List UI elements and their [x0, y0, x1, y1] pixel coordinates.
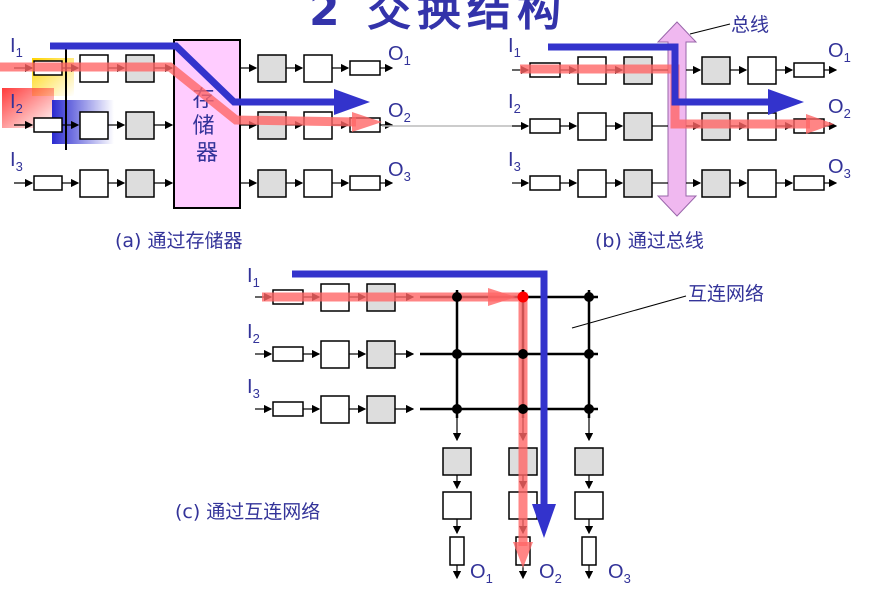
bus-label: 总线: [731, 14, 769, 36]
panel-c-output-label-3: O3: [608, 561, 631, 586]
processing-box: [303, 169, 333, 198]
crosspoint-node: [584, 349, 594, 359]
slide-title: 2 交换结构: [309, 0, 567, 36]
line-card-buffer: [793, 62, 825, 78]
panel-c-input-row-3: [255, 395, 415, 424]
queue-box: [623, 112, 653, 141]
panel-c-input-row-2: [255, 340, 415, 369]
panel-a-caption: (a) 通过存储器: [115, 230, 243, 252]
panel-b-blue-arrowhead: [768, 89, 804, 115]
processing-box: [79, 169, 109, 198]
panel-a-input-row-3: [14, 169, 174, 198]
queue-box: [366, 395, 396, 424]
panel-c-output-label-2: O2: [539, 561, 562, 586]
panel-b-bus-switch: 总线: [508, 14, 851, 252]
line-card-buffer: [581, 536, 597, 566]
panel-c-output-label-1: O1: [470, 561, 493, 586]
line-card-buffer: [529, 118, 561, 134]
panel-a-output-label-2: O2: [388, 100, 411, 125]
panel-a-red-arrowhead: [352, 112, 382, 132]
crosspoint-node: [452, 349, 462, 359]
panel-b-output-label-2: O2: [828, 96, 851, 121]
queue-box: [623, 169, 653, 198]
line-card-buffer: [449, 536, 465, 566]
queue-box: [257, 169, 287, 198]
line-card-buffer: [33, 117, 63, 133]
network-label: 互连网络: [688, 283, 764, 305]
network-label-leader: [571, 295, 687, 329]
active-crosspoint-node: [517, 291, 529, 303]
processing-box: [747, 169, 777, 198]
panel-c-input-label-3: I3: [247, 376, 260, 401]
slide-title-wrapper: 2 交换结构: [0, 0, 876, 38]
crossbar-nodes: [452, 291, 594, 414]
panel-b-input-label-3: I3: [508, 149, 521, 174]
panel-b-input-label-2: I2: [508, 91, 521, 116]
panel-a-output-row-3: [240, 169, 394, 198]
processing-box: [577, 112, 607, 141]
panel-a-memory-switch: 存 储 器: [0, 35, 528, 252]
panel-b-input-row-3: [512, 169, 838, 198]
panel-a-blue-path: [50, 42, 338, 106]
panel-a-blue-arrowhead: [334, 89, 370, 115]
panel-c-caption: (c) 通过互连网络: [175, 501, 320, 523]
line-card-buffer: [793, 175, 825, 191]
panel-b-blue-path: [548, 43, 772, 106]
panel-a-red-path: [0, 62, 357, 127]
panel-c-input-label-2: I2: [247, 321, 260, 346]
panel-a-input-row-2: [14, 111, 174, 140]
processing-box: [442, 491, 472, 520]
processing-box: [320, 340, 350, 369]
panel-c-blue-path: [292, 270, 548, 508]
crosspoint-node: [518, 349, 528, 359]
queue-box: [701, 56, 731, 85]
line-card-buffer: [349, 175, 381, 191]
panel-c-input-label-1: I1: [247, 265, 260, 290]
panel-a-output-label-1: O1: [388, 43, 411, 68]
bus-label-leader: [689, 23, 731, 35]
queue-box: [574, 447, 604, 476]
panel-a-input-label-2: I2: [10, 91, 23, 116]
processing-box: [320, 395, 350, 424]
panel-c-red-mid-arrowhead: [488, 288, 516, 306]
line-card-buffer: [272, 401, 304, 417]
processing-box: [574, 491, 604, 520]
panel-c-output-column-1: [442, 447, 472, 580]
line-card-buffer: [349, 60, 381, 76]
queue-box: [701, 169, 731, 198]
panel-a-input-label-3: I3: [10, 149, 23, 174]
queue-box: [125, 169, 155, 198]
crosspoint-node: [452, 404, 462, 414]
crosspoint-node: [518, 404, 528, 414]
panel-b-caption: (b) 通过总线: [595, 230, 704, 252]
processing-box: [303, 54, 333, 83]
crosspoint-node: [584, 292, 594, 302]
crossbar-grid: [420, 290, 598, 418]
panel-b-input-label-1: I1: [508, 35, 521, 60]
memory-block: [173, 39, 241, 209]
line-card-buffer: [529, 175, 561, 191]
processing-box: [747, 56, 777, 85]
queue-box: [125, 111, 155, 140]
panel-a-output-label-3: O3: [388, 159, 411, 184]
queue-box: [366, 340, 396, 369]
panel-a-output-row-1: [240, 54, 394, 83]
processing-box: [79, 111, 109, 140]
queue-box: [442, 447, 472, 476]
panel-a-input-label-1: I1: [10, 35, 23, 60]
panel-c-crossbar-switch: 互连网络 I1 I2 I3 O1 O2 O3 (c) 通过互连网络: [175, 265, 764, 586]
panel-b-output-label-1: O1: [828, 40, 851, 65]
line-card-buffer: [33, 175, 63, 191]
panel-c-red-arrowhead: [513, 542, 533, 568]
crosspoint-node: [584, 404, 594, 414]
panel-b-output-label-3: O3: [828, 156, 851, 181]
panel-c-blue-arrowhead: [532, 504, 556, 538]
processing-box: [577, 169, 607, 198]
queue-box: [257, 54, 287, 83]
panel-c-output-column-3: [574, 447, 604, 580]
line-card-buffer: [272, 346, 304, 362]
panel-b-red-arrowhead: [806, 114, 834, 134]
crosspoint-node: [452, 292, 462, 302]
